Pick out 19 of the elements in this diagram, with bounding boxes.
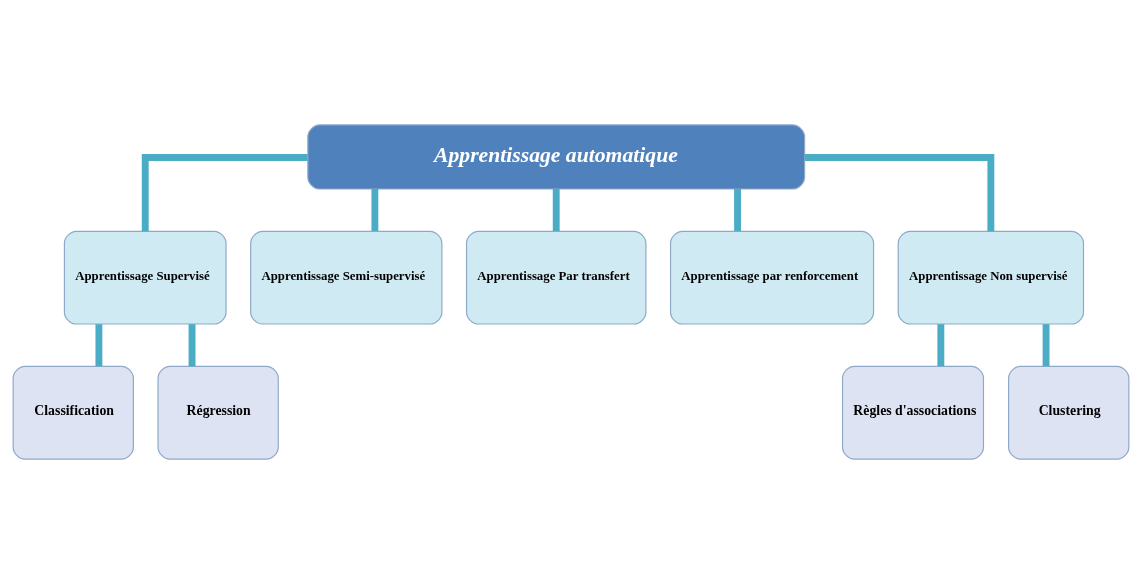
node-box: Clustering xyxy=(1008,365,1130,460)
connector xyxy=(371,188,379,231)
connector xyxy=(734,188,741,231)
node-box: Apprentissage Semi-supervisé xyxy=(250,230,443,325)
connector xyxy=(937,323,945,366)
connector xyxy=(1042,323,1050,366)
node-box: Régression xyxy=(157,365,279,460)
node-box: Apprentissage par renforcement xyxy=(669,230,875,325)
connector xyxy=(188,323,196,366)
connector xyxy=(552,188,560,231)
connector xyxy=(141,153,308,231)
node-box: Apprentissage automatique xyxy=(307,123,806,190)
connector xyxy=(95,323,103,366)
node-box: Apprentissage Non supervisé xyxy=(897,230,1085,325)
node-box: Apprentissage Supervisé xyxy=(63,230,227,325)
connector xyxy=(804,153,995,231)
node-box: Règles d'associations xyxy=(841,365,985,460)
node-box: Classification xyxy=(12,365,134,460)
node-box: Apprentissage Par transfert xyxy=(465,230,647,325)
